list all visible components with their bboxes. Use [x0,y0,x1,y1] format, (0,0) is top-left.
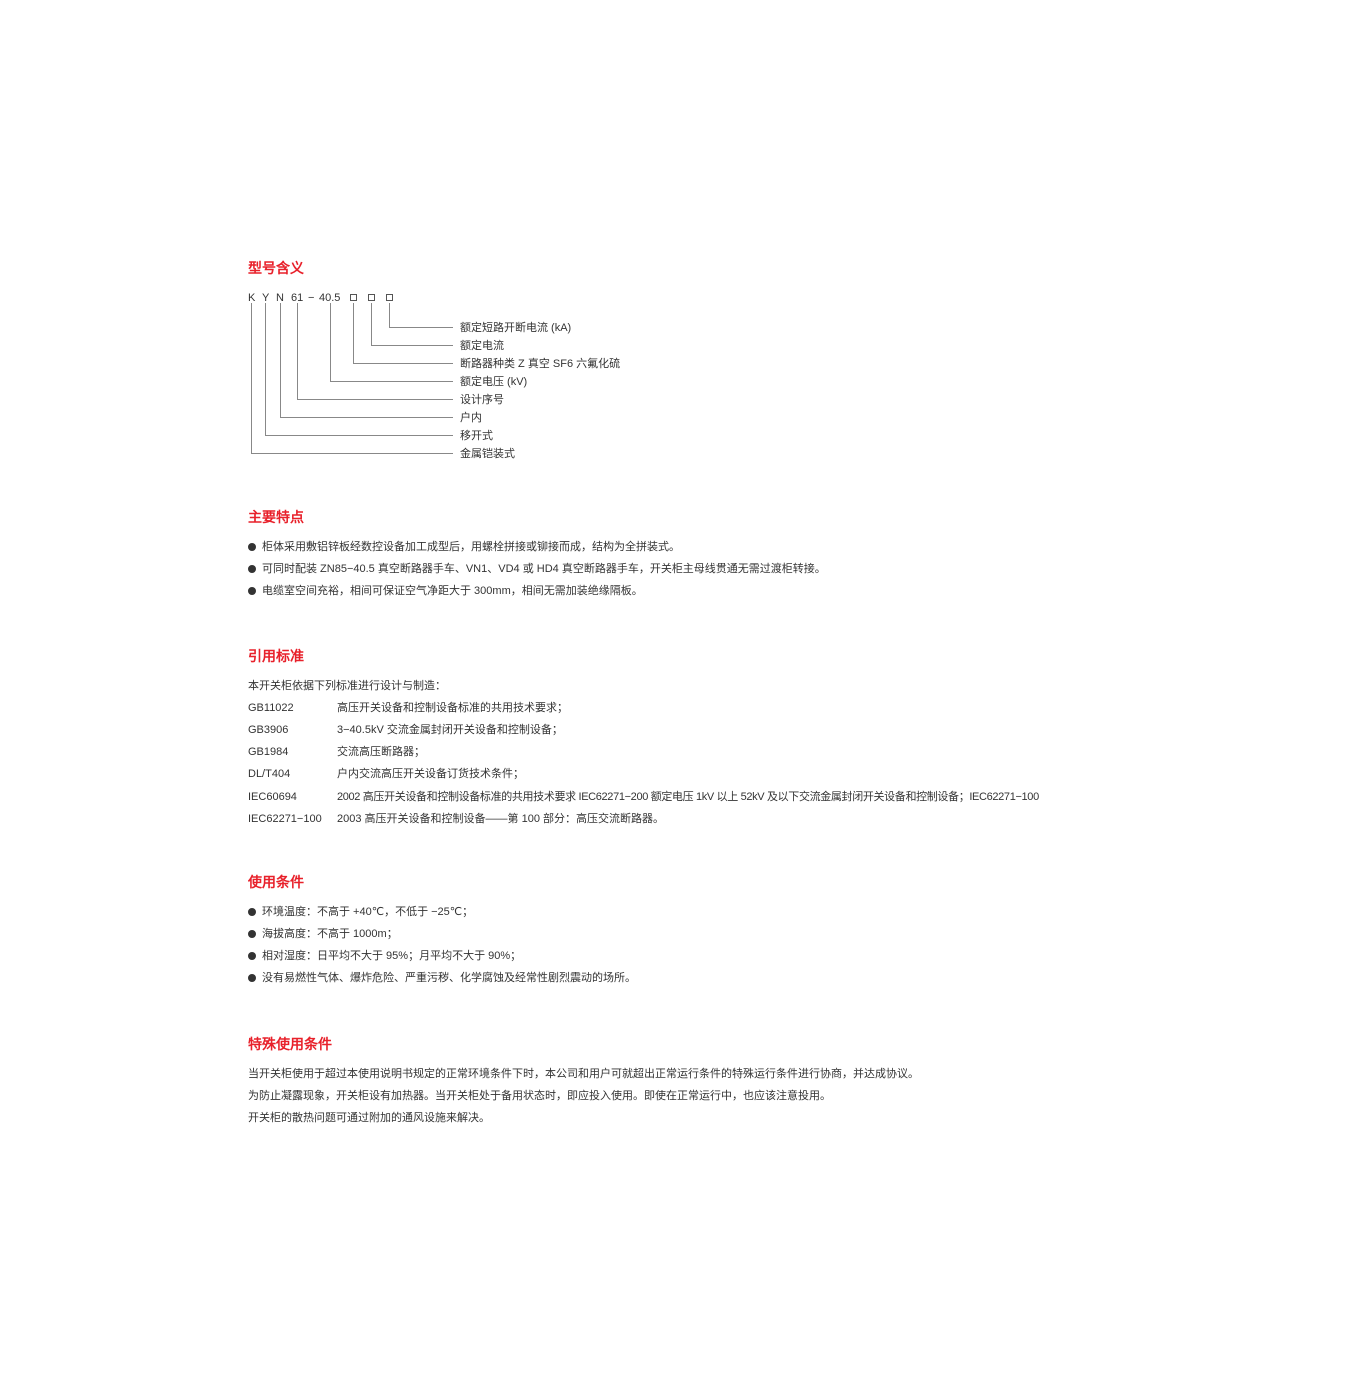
model-label: 户内 [460,412,482,424]
bullet-icon [248,543,256,551]
section-title-conditions: 使用条件 [248,874,304,890]
model-label: 移开式 [460,430,493,442]
condition-item: 相对湿度：日平均不大于 95%；月平均不大于 90%； [248,949,521,963]
bullet-icon [248,974,256,982]
leader-line [297,399,453,400]
leader-line [389,303,390,327]
condition-item: 海拔高度：不高于 1000m； [248,927,398,941]
standard-desc: 3−40.5kV 交流金属封闭开关设备和控制设备； [337,724,563,736]
standard-code: GB11022 [248,702,294,714]
leader-line [330,381,453,382]
code-part-y: Y [262,292,270,304]
leader-line [251,303,252,453]
standard-desc: 高压开关设备和控制设备标准的共用技术要求； [337,702,568,714]
code-part-k: K [248,292,256,304]
code-box-1 [350,294,357,301]
standard-desc: 交流高压断路器； [337,746,425,758]
standard-code: IEC62271−100 [248,813,322,825]
standard-code: IEC60694 [248,791,297,803]
code-box-2 [368,294,375,301]
standards-intro: 本开关柜依据下列标准进行设计与制造： [248,680,446,692]
code-part-dash: − [308,292,315,304]
leader-line [251,453,453,454]
model-label: 额定短路开断电流 (kA) [460,322,572,334]
model-label: 设计序号 [460,394,504,406]
code-part-n: N [276,292,284,304]
leader-line [389,327,453,328]
model-label: 额定电压 (kV) [460,376,528,388]
special-paragraph: 当开关柜使用于超过本使用说明书规定的正常环境条件下时，本公司和用户可就超出正常运… [248,1068,919,1080]
special-paragraph: 为防止凝露现象，开关柜设有加热器。当开关柜处于备用状态时，即应投入使用。即使在正… [248,1090,831,1102]
standard-desc: 2002 高压开关设备和控制设备标准的共用技术要求 IEC62271−200 额… [337,791,1039,803]
section-title-model: 型号含义 [248,260,304,276]
standard-code: GB3906 [248,724,289,736]
code-part-40-5: 40.5 [319,292,341,304]
special-paragraph: 开关柜的散热问题可通过附加的通风设施来解决。 [248,1112,490,1124]
code-part-61: 61 [291,292,304,304]
model-label: 额定电流 [460,340,504,352]
leader-line [297,303,298,399]
section-title-special: 特殊使用条件 [248,1036,332,1052]
leader-line [330,303,331,381]
standard-desc: 户内交流高压开关设备订货技术条件； [337,768,524,780]
leader-line [353,303,354,363]
leader-line [371,303,372,345]
feature-item: 电缆室空间充裕，相间可保证空气净距大于 300mm，相间无需加装绝缘隔板。 [248,584,643,598]
bullet-icon [248,930,256,938]
leader-line [265,435,453,436]
bullet-icon [248,565,256,573]
leader-line [353,363,453,364]
standard-desc: 2003 高压开关设备和控制设备——第 100 部分：高压交流断路器。 [337,813,664,825]
bullet-icon [248,952,256,960]
feature-item: 柜体采用敷铝锌板经数控设备加工成型后，用螺栓拼接或铆接而成，结构为全拼装式。 [248,540,680,554]
condition-item: 环境温度：不高于 +40℃，不低于 −25℃； [248,905,473,919]
leader-line [280,303,281,417]
bullet-icon [248,587,256,595]
model-label: 断路器种类 Z 真空 SF6 六氟化硫 [460,358,621,370]
condition-item: 没有易燃性气体、爆炸危险、严重污秽、化学腐蚀及经常性剧烈震动的场所。 [248,971,636,985]
standard-code: GB1984 [248,746,289,758]
leader-line [280,417,453,418]
leader-line [371,345,453,346]
feature-item: 可同时配装 ZN85−40.5 真空断路器手车、VN1、VD4 或 HD4 真空… [248,562,826,576]
section-title-standards: 引用标准 [248,648,304,664]
bullet-icon [248,908,256,916]
section-title-features: 主要特点 [248,509,304,525]
model-label: 金属铠装式 [460,448,515,460]
leader-line [265,303,266,435]
code-box-3 [386,294,393,301]
standard-code: DL/T404 [248,768,291,780]
